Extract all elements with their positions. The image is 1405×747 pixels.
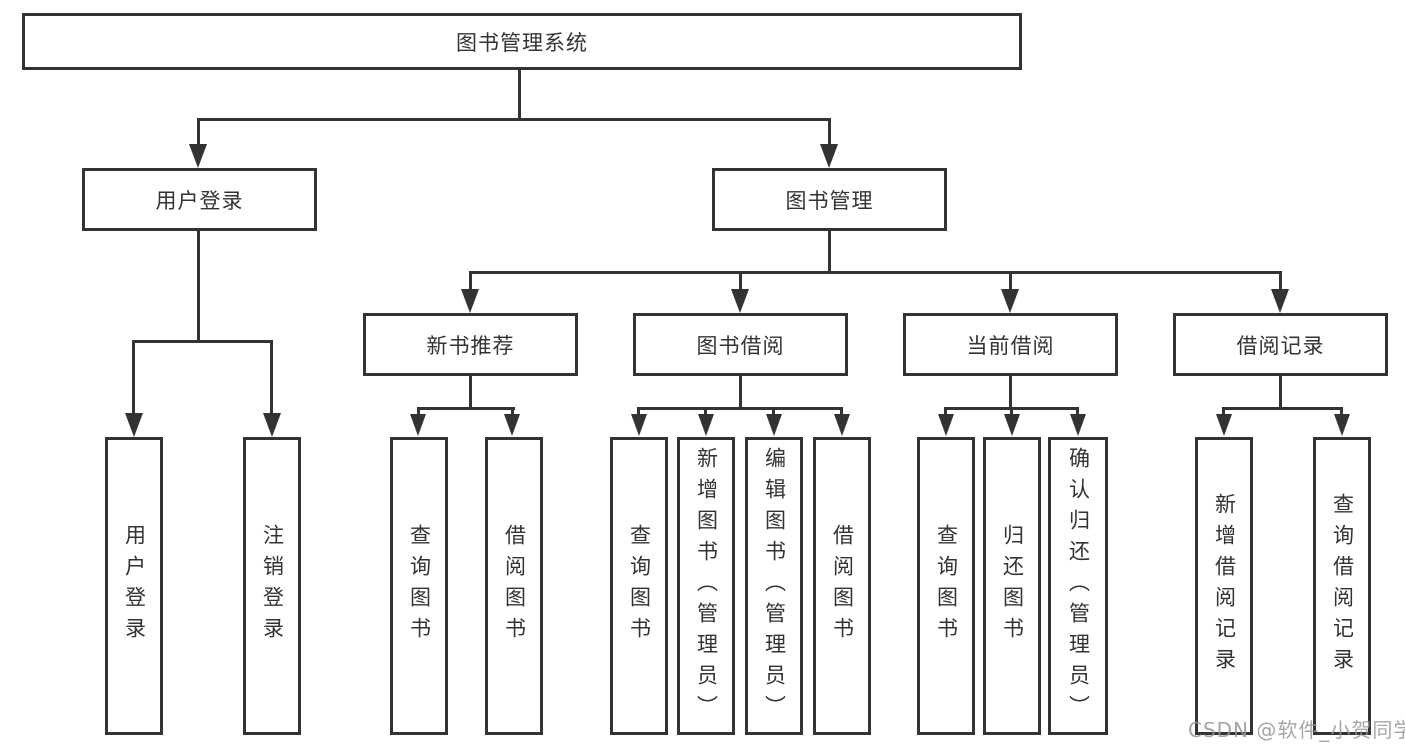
node-label: 图书借阅 bbox=[696, 333, 785, 358]
leaf-label: 查询图书 bbox=[627, 524, 652, 648]
leaf-edit-books-admin: 编辑图书（管理员） bbox=[745, 437, 803, 735]
arrowhead-down-icon bbox=[125, 413, 143, 437]
leaf-confirm-return-admin: 确认归还（管理员） bbox=[1048, 437, 1108, 735]
connector-stem bbox=[772, 407, 775, 417]
connector-splitter bbox=[132, 340, 273, 343]
arrowhead-down-icon bbox=[938, 414, 954, 436]
leaf-label: 查询借阅记录 bbox=[1330, 493, 1355, 679]
leaf-add-books-admin: 新增图书（管理员） bbox=[677, 437, 735, 735]
leaf-label: 查询图书 bbox=[934, 524, 959, 648]
connector-stem bbox=[1010, 407, 1013, 417]
connector-stem bbox=[469, 376, 472, 410]
connector-stem bbox=[944, 407, 947, 417]
node-user-login: 用户登录 bbox=[82, 168, 317, 231]
connector-stem bbox=[1340, 407, 1343, 417]
leaf-label: 归还图书 bbox=[1000, 524, 1025, 648]
connector-stem bbox=[828, 231, 831, 272]
connector-stem bbox=[197, 118, 200, 148]
arrowhead-down-icon bbox=[698, 414, 714, 436]
node-label: 图书管理系统 bbox=[456, 30, 588, 55]
leaf-query-books-recommend: 查询图书 bbox=[390, 437, 448, 735]
leaf-label: 注销登录 bbox=[260, 524, 285, 648]
connector-stem bbox=[511, 407, 514, 417]
connector-stem bbox=[1009, 271, 1012, 291]
csdn-watermark: CSDN @软件_小贺同学 bbox=[1188, 718, 1405, 742]
node-label: 图书管理 bbox=[785, 188, 874, 213]
arrowhead-down-icon bbox=[1070, 414, 1086, 436]
leaf-add-borrow-record: 新增借阅记录 bbox=[1195, 437, 1253, 735]
leaf-query-borrow-record: 查询借阅记录 bbox=[1313, 437, 1371, 735]
leaf-label: 确认归还（管理员） bbox=[1066, 446, 1091, 726]
node-current-borrowing: 当前借阅 bbox=[903, 313, 1118, 376]
connector-stem bbox=[739, 376, 742, 410]
leaf-label: 编辑图书（管理员） bbox=[762, 446, 787, 726]
arrowhead-down-icon bbox=[1271, 289, 1289, 313]
leaf-logout: 注销登录 bbox=[243, 437, 301, 735]
leaf-user-login: 用户登录 bbox=[105, 437, 163, 735]
connector-splitter bbox=[417, 407, 515, 410]
node-book-management: 图书管理 bbox=[712, 168, 947, 231]
connector-splitter bbox=[1222, 407, 1343, 410]
arrowhead-down-icon bbox=[1001, 289, 1019, 313]
leaf-label: 查询图书 bbox=[407, 524, 432, 648]
arrowhead-down-icon bbox=[766, 414, 782, 436]
node-label: 新书推荐 bbox=[426, 333, 515, 358]
connector-stem bbox=[417, 407, 420, 417]
arrowhead-down-icon bbox=[820, 144, 838, 168]
node-library-management-system: 图书管理系统 bbox=[22, 13, 1022, 70]
connector-splitter bbox=[637, 407, 843, 410]
leaf-label: 借阅图书 bbox=[502, 524, 527, 648]
leaf-query-books-borrowing: 查询图书 bbox=[610, 437, 668, 735]
arrowhead-down-icon bbox=[731, 289, 749, 313]
leaf-label: 借阅图书 bbox=[830, 524, 855, 648]
arrowhead-down-icon bbox=[189, 144, 207, 168]
connector-stem bbox=[1076, 407, 1079, 417]
connector-root-splitter bbox=[197, 118, 831, 121]
leaf-borrow-books-recommend: 借阅图书 bbox=[485, 437, 543, 735]
arrowhead-down-icon bbox=[631, 414, 647, 436]
node-label: 当前借阅 bbox=[966, 333, 1055, 358]
connector-stem bbox=[840, 407, 843, 417]
leaf-borrow-books: 借阅图书 bbox=[813, 437, 871, 735]
connector-stem bbox=[132, 340, 135, 418]
arrowhead-down-icon bbox=[410, 414, 426, 436]
arrowhead-down-icon bbox=[834, 414, 850, 436]
connector-root-stem bbox=[518, 70, 521, 120]
connector-stem bbox=[1279, 271, 1282, 291]
leaf-label: 新增图书（管理员） bbox=[694, 446, 719, 726]
arrowhead-down-icon bbox=[1004, 414, 1020, 436]
connector-stem bbox=[197, 231, 200, 340]
connector-stem bbox=[469, 271, 472, 291]
connector-stem bbox=[1222, 407, 1225, 417]
connector-stem bbox=[1279, 376, 1282, 410]
leaf-return-books: 归还图书 bbox=[983, 437, 1041, 735]
arrowhead-down-icon bbox=[263, 413, 281, 437]
connector-stem bbox=[704, 407, 707, 417]
leaf-label: 用户登录 bbox=[122, 524, 147, 648]
connector-stem bbox=[270, 340, 273, 418]
node-label: 用户登录 bbox=[155, 188, 244, 213]
arrowhead-down-icon bbox=[461, 289, 479, 313]
connector-stem bbox=[637, 407, 640, 417]
arrowhead-down-icon bbox=[1216, 414, 1232, 436]
arrowhead-down-icon bbox=[504, 414, 520, 436]
connector-stem bbox=[739, 271, 742, 291]
node-new-book-recommend: 新书推荐 bbox=[363, 313, 578, 376]
node-book-borrowing: 图书借阅 bbox=[633, 313, 848, 376]
node-label: 借阅记录 bbox=[1236, 333, 1325, 358]
node-borrowing-records: 借阅记录 bbox=[1173, 313, 1388, 376]
leaf-label: 新增借阅记录 bbox=[1212, 493, 1237, 679]
leaf-query-books-current: 查询图书 bbox=[917, 437, 975, 735]
connector-stem bbox=[828, 118, 831, 148]
connector-splitter bbox=[469, 271, 1282, 274]
connector-stem bbox=[1009, 376, 1012, 410]
arrowhead-down-icon bbox=[1334, 414, 1350, 436]
